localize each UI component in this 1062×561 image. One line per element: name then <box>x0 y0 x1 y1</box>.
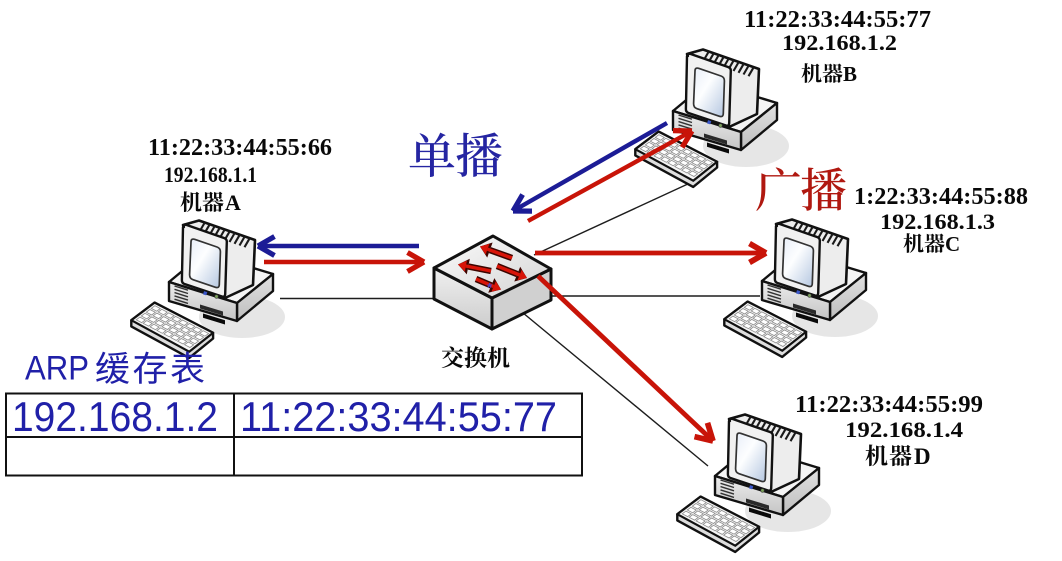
svg-text:192.168.1.2: 192.168.1.2 <box>12 393 218 440</box>
svg-text:11:22:33:44:55:66: 11:22:33:44:55:66 <box>148 135 332 161</box>
svg-text:11:22:33:44:55:77: 11:22:33:44:55:77 <box>240 393 557 440</box>
svg-text:1:22:33:44:55:88: 1:22:33:44:55:88 <box>854 184 1028 210</box>
svg-text:11:22:33:44:55:99: 11:22:33:44:55:99 <box>795 392 983 418</box>
svg-text:192.168.1.2: 192.168.1.2 <box>782 30 897 55</box>
svg-text:ARP: ARP <box>25 350 89 388</box>
svg-text:192.168.1.4: 192.168.1.4 <box>845 417 963 442</box>
svg-text:192.168.1.3: 192.168.1.3 <box>880 209 995 234</box>
svg-text:B: B <box>843 62 857 86</box>
svg-text:C: C <box>945 232 960 256</box>
svg-text:192.168.1.1: 192.168.1.1 <box>164 162 257 187</box>
svg-text:D: D <box>914 444 931 469</box>
svg-text:A: A <box>225 190 241 215</box>
